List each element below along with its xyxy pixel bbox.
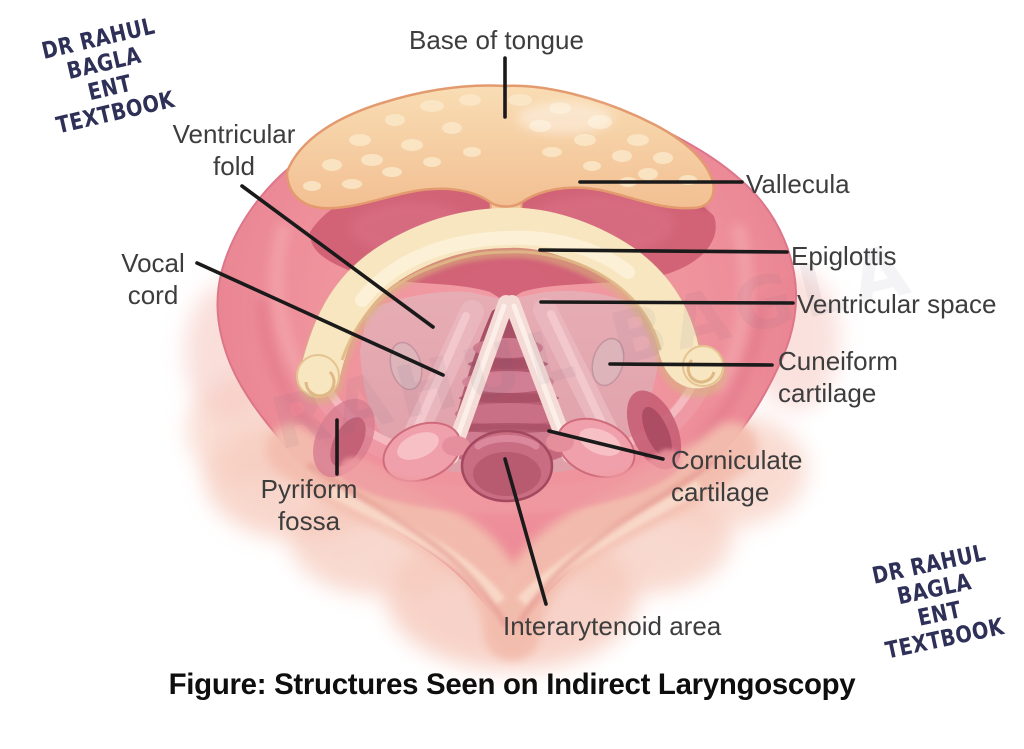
figure-caption: Figure: Structures Seen on Indirect Lary… — [168, 668, 856, 701]
label-pyriform-fossa: Pyriform fossa — [249, 473, 369, 537]
label-line: Cuneiform — [778, 346, 898, 376]
leader-corniculate — [547, 429, 665, 461]
label-base-of-tongue: Base of tongue — [409, 25, 584, 55]
label-interarytenoid-area: Interarytenoid area — [503, 611, 722, 641]
label-line: cartilage — [778, 378, 877, 408]
label-vocal-cord: Vocal cord — [103, 247, 203, 311]
label-vallecula: Vallecula — [746, 169, 850, 199]
label-line: Pyriform — [260, 474, 358, 504]
label-epiglottis: Epiglottis — [791, 241, 897, 271]
label-line: Ventricular — [172, 119, 296, 149]
label-line: fold — [213, 151, 255, 181]
label-line: cord — [127, 280, 179, 310]
label-line: fossa — [277, 506, 341, 536]
leader-ventricular-fold — [240, 184, 435, 329]
leader-epiglottis — [538, 248, 789, 254]
arytenoid-mounds — [382, 417, 636, 483]
label-line: Corniculate — [671, 445, 803, 475]
leader-ventricular-space — [539, 300, 795, 305]
label-ventricular-space: Ventricular space — [797, 289, 997, 319]
leader-interarytenoid — [503, 457, 548, 606]
label-corniculate-cartilage: Corniculate cartilage — [671, 444, 803, 508]
label-line: cartilage — [671, 477, 770, 507]
tongue-base — [285, 84, 715, 210]
leader-lines — [195, 56, 795, 606]
leader-cuneiform — [608, 362, 774, 367]
label-line: Vocal — [121, 248, 185, 278]
label-ventricular-fold: Ventricular fold — [159, 118, 309, 182]
label-cuneiform-cartilage: Cuneiform cartilage — [778, 345, 898, 409]
leader-vocal-cord — [195, 261, 445, 377]
